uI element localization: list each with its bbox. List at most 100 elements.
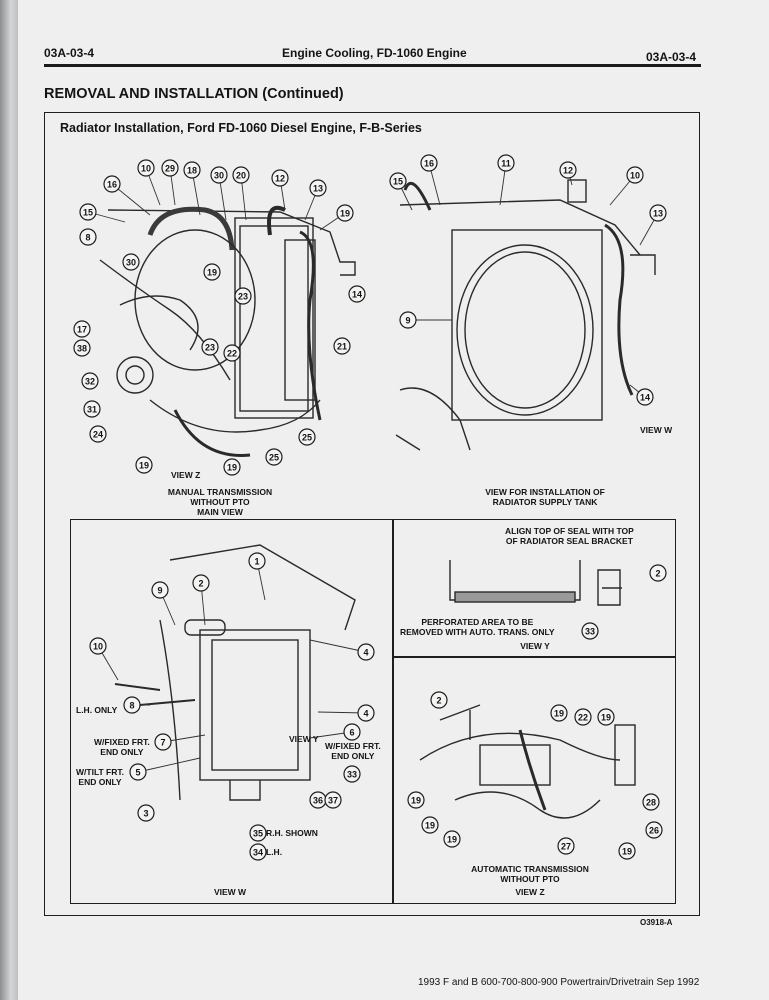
callout-view_w-34: 34: [249, 843, 267, 861]
svg-text:32: 32: [85, 376, 95, 386]
svg-text:1: 1: [254, 556, 259, 566]
callout-tank-10: 10: [626, 166, 644, 184]
svg-text:16: 16: [424, 158, 434, 168]
svg-text:23: 23: [238, 291, 248, 301]
lh-label: L.H.: [266, 847, 283, 857]
callout-main-19: 19: [203, 263, 221, 281]
callout-tank-9: 9: [399, 311, 417, 329]
svg-text:6: 6: [349, 727, 354, 737]
w-fixed-front-left-label: W/FIXED FRT. END ONLY: [94, 737, 150, 757]
callout-view_w-2: 2: [192, 574, 210, 592]
callout-main-19: 19: [135, 456, 153, 474]
callout-view_w-9: 9: [151, 581, 169, 599]
callout-main-19: 19: [336, 204, 354, 222]
callout-main-24: 24: [89, 425, 107, 443]
svg-text:12: 12: [275, 173, 285, 183]
callout-view_w-36: 36: [309, 791, 327, 809]
figure-code: O3918-A: [640, 918, 673, 927]
callout-main-22: 22: [223, 344, 241, 362]
svg-text:19: 19: [139, 460, 149, 470]
callout-view_w-35: 35: [249, 824, 267, 842]
callout-view_z-28: 28: [642, 793, 660, 811]
figure-title: Radiator Installation, Ford FD-1060 Dies…: [60, 121, 422, 135]
svg-text:8: 8: [85, 232, 90, 242]
header-section-title: Engine Cooling, FD-1060 Engine: [282, 46, 467, 60]
callout-tank-12: 12: [559, 161, 577, 179]
view-z-frame: [392, 656, 676, 904]
svg-text:22: 22: [227, 348, 237, 358]
w-tilt-front-label: W/TILT FRT. END ONLY: [76, 767, 124, 787]
svg-text:29: 29: [165, 163, 175, 173]
view-w-arrow-label: VIEW W: [640, 425, 673, 435]
svg-text:26: 26: [649, 825, 659, 835]
callout-main-18: 18: [183, 161, 201, 179]
svg-text:27: 27: [561, 841, 571, 851]
callout-view_w-4: 4: [357, 704, 375, 722]
svg-text:2: 2: [198, 578, 203, 588]
binding-spine: [0, 0, 18, 1000]
callout-view_w-8: 8: [123, 696, 141, 714]
svg-text:14: 14: [352, 289, 362, 299]
svg-text:4: 4: [363, 708, 368, 718]
auto-trans-caption: AUTOMATIC TRANSMISSION WITHOUT PTO: [471, 864, 589, 884]
svg-text:33: 33: [347, 769, 357, 779]
callout-view_w-4: 4: [357, 643, 375, 661]
svg-text:28: 28: [646, 797, 656, 807]
callout-view_w-1: 1: [248, 552, 266, 570]
callout-view_y-33: 33: [581, 622, 599, 640]
view-z-arrow-label: VIEW Z: [171, 470, 201, 480]
svg-text:30: 30: [214, 170, 224, 180]
header-rule: [44, 64, 701, 67]
perforated-area-note: PERFORATED AREA TO BE REMOVED WITH AUTO.…: [400, 617, 555, 637]
callout-main-17: 17: [73, 320, 91, 338]
svg-text:3: 3: [143, 808, 148, 818]
svg-text:38: 38: [77, 343, 87, 353]
svg-text:4: 4: [363, 647, 368, 657]
callout-main-20: 20: [232, 166, 250, 184]
callout-main-15: 15: [79, 203, 97, 221]
rh-shown-label: R.H. SHOWN: [266, 828, 318, 838]
callout-main-14: 14: [348, 285, 366, 303]
figure-frame: [44, 112, 700, 916]
svg-text:19: 19: [340, 208, 350, 218]
callout-main-25: 25: [298, 428, 316, 446]
svg-text:25: 25: [269, 452, 279, 462]
svg-text:23: 23: [205, 342, 215, 352]
callout-view_z-19: 19: [550, 704, 568, 722]
callout-main-29: 29: [161, 159, 179, 177]
view-w-title: VIEW W: [213, 887, 247, 897]
svg-text:7: 7: [160, 737, 165, 747]
svg-text:13: 13: [313, 183, 323, 193]
callout-main-12: 12: [271, 169, 289, 187]
callout-view_w-37: 37: [324, 791, 342, 809]
svg-text:37: 37: [328, 795, 338, 805]
svg-text:12: 12: [563, 165, 573, 175]
callout-main-30: 30: [122, 253, 140, 271]
callout-view_z-19: 19: [407, 791, 425, 809]
align-seal-note: ALIGN TOP OF SEAL WITH TOP OF RADIATOR S…: [505, 526, 634, 546]
svg-text:18: 18: [187, 165, 197, 175]
callout-main-38: 38: [73, 339, 91, 357]
svg-text:8: 8: [129, 700, 134, 710]
callout-view_z-19: 19: [618, 842, 636, 860]
callout-view_w-6: 6: [343, 723, 361, 741]
callout-main-8: 8: [79, 228, 97, 246]
callout-view_z-19: 19: [421, 816, 439, 834]
svg-text:19: 19: [227, 462, 237, 472]
callout-main-25: 25: [265, 448, 283, 466]
page-footer: 1993 F and B 600-700-800-900 Powertrain/…: [418, 977, 700, 988]
lh-only-label: L.H. ONLY: [76, 705, 118, 715]
callout-view_z-19: 19: [597, 708, 615, 726]
svg-text:15: 15: [393, 176, 403, 186]
svg-text:36: 36: [313, 795, 323, 805]
callout-view_z-26: 26: [645, 821, 663, 839]
svg-text:35: 35: [253, 828, 263, 838]
svg-text:16: 16: [107, 179, 117, 189]
svg-text:2: 2: [436, 695, 441, 705]
svg-text:11: 11: [501, 158, 511, 168]
svg-text:5: 5: [135, 767, 140, 777]
callout-main-23: 23: [201, 338, 219, 356]
svg-text:17: 17: [77, 324, 87, 334]
